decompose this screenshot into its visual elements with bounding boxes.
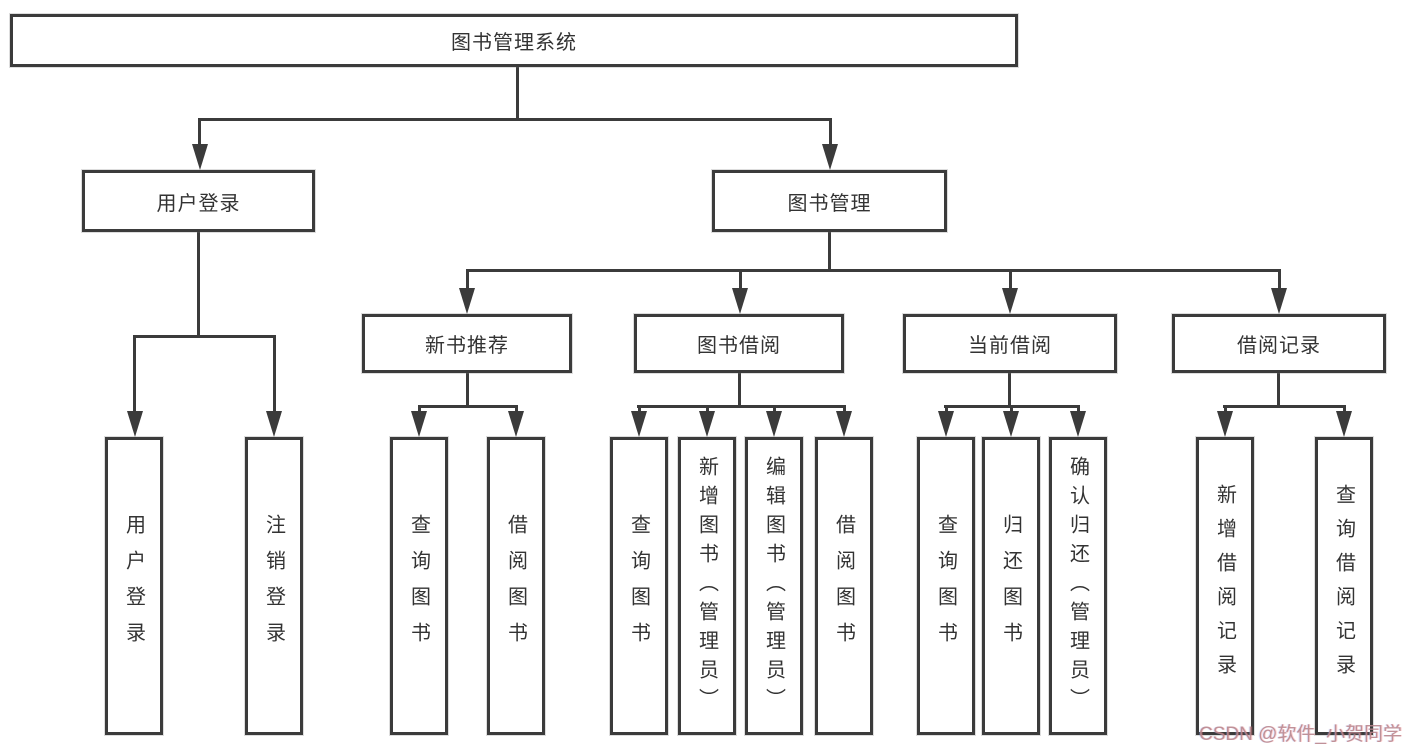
- connector-bookborrow-rail: [637, 405, 845, 408]
- node-login-group: 用户登录: [82, 170, 315, 232]
- leaf-borrow-book-b: 借阅图书: [815, 437, 873, 735]
- leaf-query-record: 查询借阅记录: [1315, 437, 1373, 735]
- arrow-to-add-book: [699, 411, 715, 437]
- arrow-to-edit-book: [766, 411, 782, 437]
- arrow-to-borrow-book-b: [836, 411, 852, 437]
- connector-bookborrow-drop: [739, 269, 742, 293]
- leaf-confirm-return: 确认归还（管理员）: [1049, 437, 1107, 735]
- connector-returnbook-drop: [1010, 405, 1013, 415]
- connector-confirmreturn-drop: [1077, 405, 1080, 415]
- arrow-to-add-record: [1217, 411, 1233, 437]
- leaf-logout: 注销登录: [245, 437, 303, 735]
- connector-borrowrecord-drop: [1278, 269, 1281, 293]
- arrow-to-borrow-record: [1271, 288, 1287, 314]
- connector-newbook-stub: [466, 372, 469, 408]
- leaf-add-record: 新增借阅记录: [1196, 437, 1254, 735]
- connector-root-stub: [516, 67, 519, 120]
- leaf-edit-book: 编辑图书（管理员）: [745, 437, 803, 735]
- connector-newbook-drop: [466, 269, 469, 293]
- leaf-query-book-b: 查询图书: [610, 437, 668, 735]
- node-current-borrow: 当前借阅: [903, 314, 1117, 373]
- arrow-to-return-book: [1003, 411, 1019, 437]
- arrow-to-query-book-a: [411, 411, 427, 437]
- arrow-to-confirm-return: [1070, 411, 1086, 437]
- connector-editbook-drop: [773, 405, 776, 415]
- arrow-to-login-group: [192, 144, 208, 170]
- leaf-user-login: 用户登录: [105, 437, 163, 735]
- connector-login-drop: [198, 118, 201, 148]
- leaf-query-book-c: 查询图书: [917, 437, 975, 735]
- leaf-return-book: 归还图书: [982, 437, 1040, 735]
- connector-root-rail: [198, 118, 832, 121]
- connector-addrecord-drop: [1224, 405, 1227, 415]
- connector-queryrecord-drop: [1343, 405, 1346, 415]
- connector-login-rail: [133, 335, 276, 338]
- leaf-query-book-a: 查询图书: [390, 437, 448, 735]
- arrow-to-current-borrow: [1002, 288, 1018, 314]
- node-book-borrow: 图书借阅: [634, 314, 844, 373]
- connector-borrowbook-b-drop: [843, 405, 846, 415]
- leaf-borrow-book-a: 借阅图书: [487, 437, 545, 735]
- connector-borrowrecord-stub: [1277, 372, 1280, 408]
- node-book-mgmt: 图书管理: [712, 170, 947, 232]
- node-borrow-record: 借阅记录: [1172, 314, 1386, 373]
- connector-addbook-drop: [706, 405, 709, 415]
- leaf-add-book: 新增图书（管理员）: [678, 437, 736, 735]
- node-new-book-rec: 新书推荐: [362, 314, 572, 373]
- arrow-to-query-book-b: [631, 411, 647, 437]
- arrow-to-book-borrow: [732, 288, 748, 314]
- arrow-to-logout: [266, 411, 282, 437]
- connector-querybook-a-drop: [418, 405, 421, 415]
- connector-mgmt-stub: [828, 232, 831, 272]
- connector-borrowbook-a-drop: [515, 405, 518, 415]
- connector-login-stub: [197, 232, 200, 338]
- connector-userlogin-drop: [133, 335, 136, 413]
- connector-currentborrow-stub: [1008, 372, 1011, 408]
- arrow-to-borrow-book-a: [508, 411, 524, 437]
- arrow-to-book-mgmt: [822, 144, 838, 170]
- connector-mgmt-rail: [466, 269, 1281, 272]
- node-root: 图书管理系统: [10, 14, 1018, 67]
- connector-borrowrecord-rail: [1223, 405, 1345, 408]
- arrow-to-user-login: [127, 411, 143, 437]
- connector-newbook-rail: [418, 405, 518, 408]
- connector-logout-drop: [273, 335, 276, 413]
- connector-querybook-c-drop: [945, 405, 948, 415]
- csdn-watermark: CSDN @软件_小贺同学: [1199, 724, 1402, 745]
- connector-currentborrow-drop: [1009, 269, 1012, 293]
- connector-mgmt-drop: [829, 118, 832, 148]
- arrow-to-query-book-c: [938, 411, 954, 437]
- connector-bookborrow-stub: [738, 372, 741, 408]
- arrow-to-query-record: [1336, 411, 1352, 437]
- arrow-to-new-book-rec: [459, 288, 475, 314]
- connector-querybook-b-drop: [638, 405, 641, 415]
